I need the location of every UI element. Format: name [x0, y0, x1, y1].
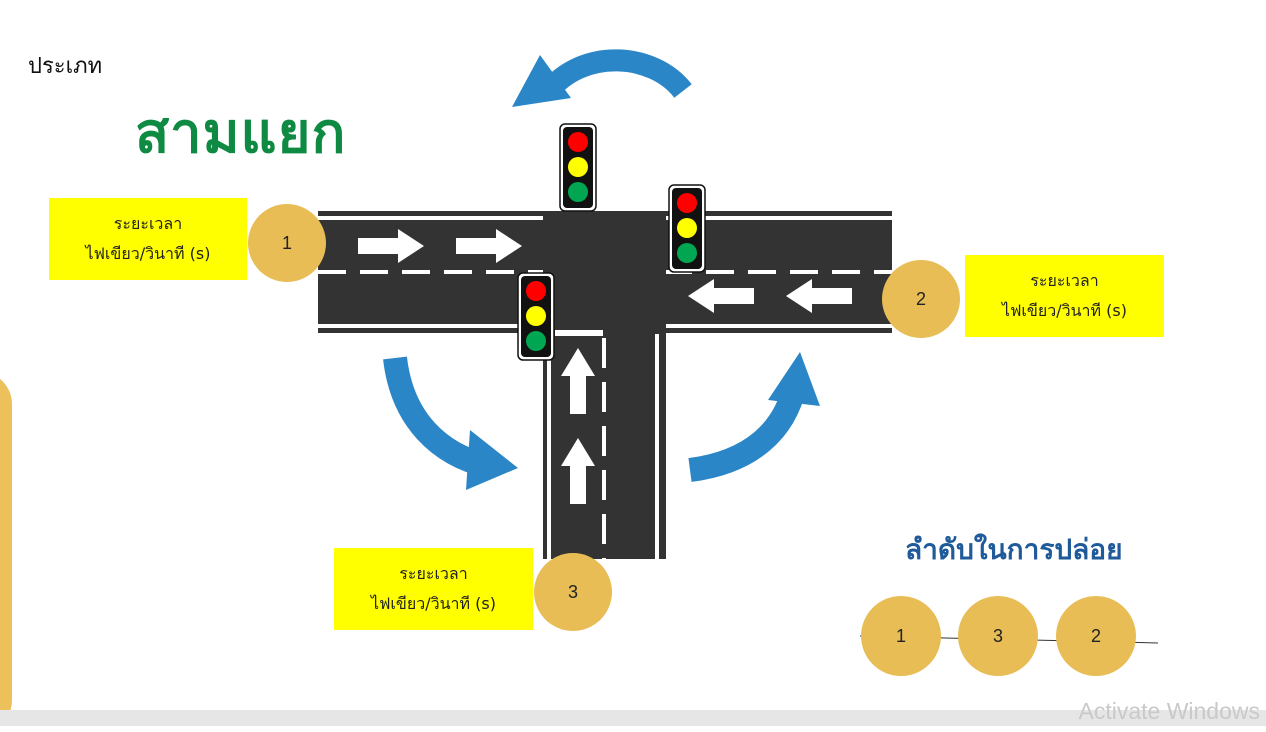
page-title: สามแยก: [135, 101, 347, 166]
time-box-road-3: ระยะเวลา ไฟเขียว/วินาที (s): [334, 548, 533, 630]
road-number-3: 3: [534, 553, 612, 631]
order-title: ลำดับในการปล่อย: [905, 533, 1123, 566]
time-box-unit: ไฟเขียว/วินาที (s): [85, 244, 211, 263]
yellow-lamp: [526, 306, 546, 326]
road-left: [318, 211, 556, 333]
time-box-label: ระยะเวลา: [113, 214, 183, 233]
time-box-road-1: ระยะเวลา ไฟเขียว/วินาที (s): [49, 198, 247, 280]
bottom-bar: [0, 710, 1266, 726]
road-number-1: 1: [248, 204, 326, 282]
arrow-left-2: [786, 279, 852, 313]
arrow-up-2: [561, 438, 595, 504]
traffic-light-right: [668, 184, 706, 273]
arrow-right-2: [456, 229, 522, 263]
traffic-light-left: [517, 272, 555, 361]
side-accent-strip: [0, 372, 12, 732]
time-box-label: ระยะเวลา: [1030, 271, 1099, 290]
red-lamp: [568, 132, 588, 152]
order-step-1: 1: [861, 596, 941, 676]
time-box-unit: ไฟเขียว/วินาที (s): [371, 594, 496, 613]
turn-arrow-bottom-right-head: [768, 352, 820, 406]
green-lamp: [568, 182, 588, 202]
arrow-up-1: [561, 348, 595, 414]
red-lamp: [526, 281, 546, 301]
type-label: ประเภท: [28, 54, 103, 79]
red-lamp: [677, 193, 697, 213]
order-step-2: 3: [958, 596, 1038, 676]
time-box-unit: ไฟเขียว/วินาที (s): [1002, 301, 1127, 320]
time-box-label: ระยะเวลา: [399, 564, 468, 583]
turn-arrow-top-head: [512, 55, 571, 107]
turn-arrow-top: [539, 49, 692, 100]
time-box-road-2: ระยะเวลา ไฟเขียว/วินาที (s): [965, 255, 1164, 337]
arrow-right-1: [358, 229, 424, 263]
arrow-left-1: [688, 279, 754, 313]
order-step-3: 2: [1056, 596, 1136, 676]
traffic-light-top: [559, 123, 597, 212]
green-lamp: [677, 243, 697, 263]
yellow-lamp: [568, 157, 588, 177]
activate-windows-watermark: Activate Windows: [1078, 698, 1260, 724]
turn-arrow-bottom-left-head: [466, 430, 518, 490]
road-number-2: 2: [882, 260, 960, 338]
yellow-lamp: [677, 218, 697, 238]
stop-line-bottom: [555, 330, 603, 336]
green-lamp: [526, 331, 546, 351]
